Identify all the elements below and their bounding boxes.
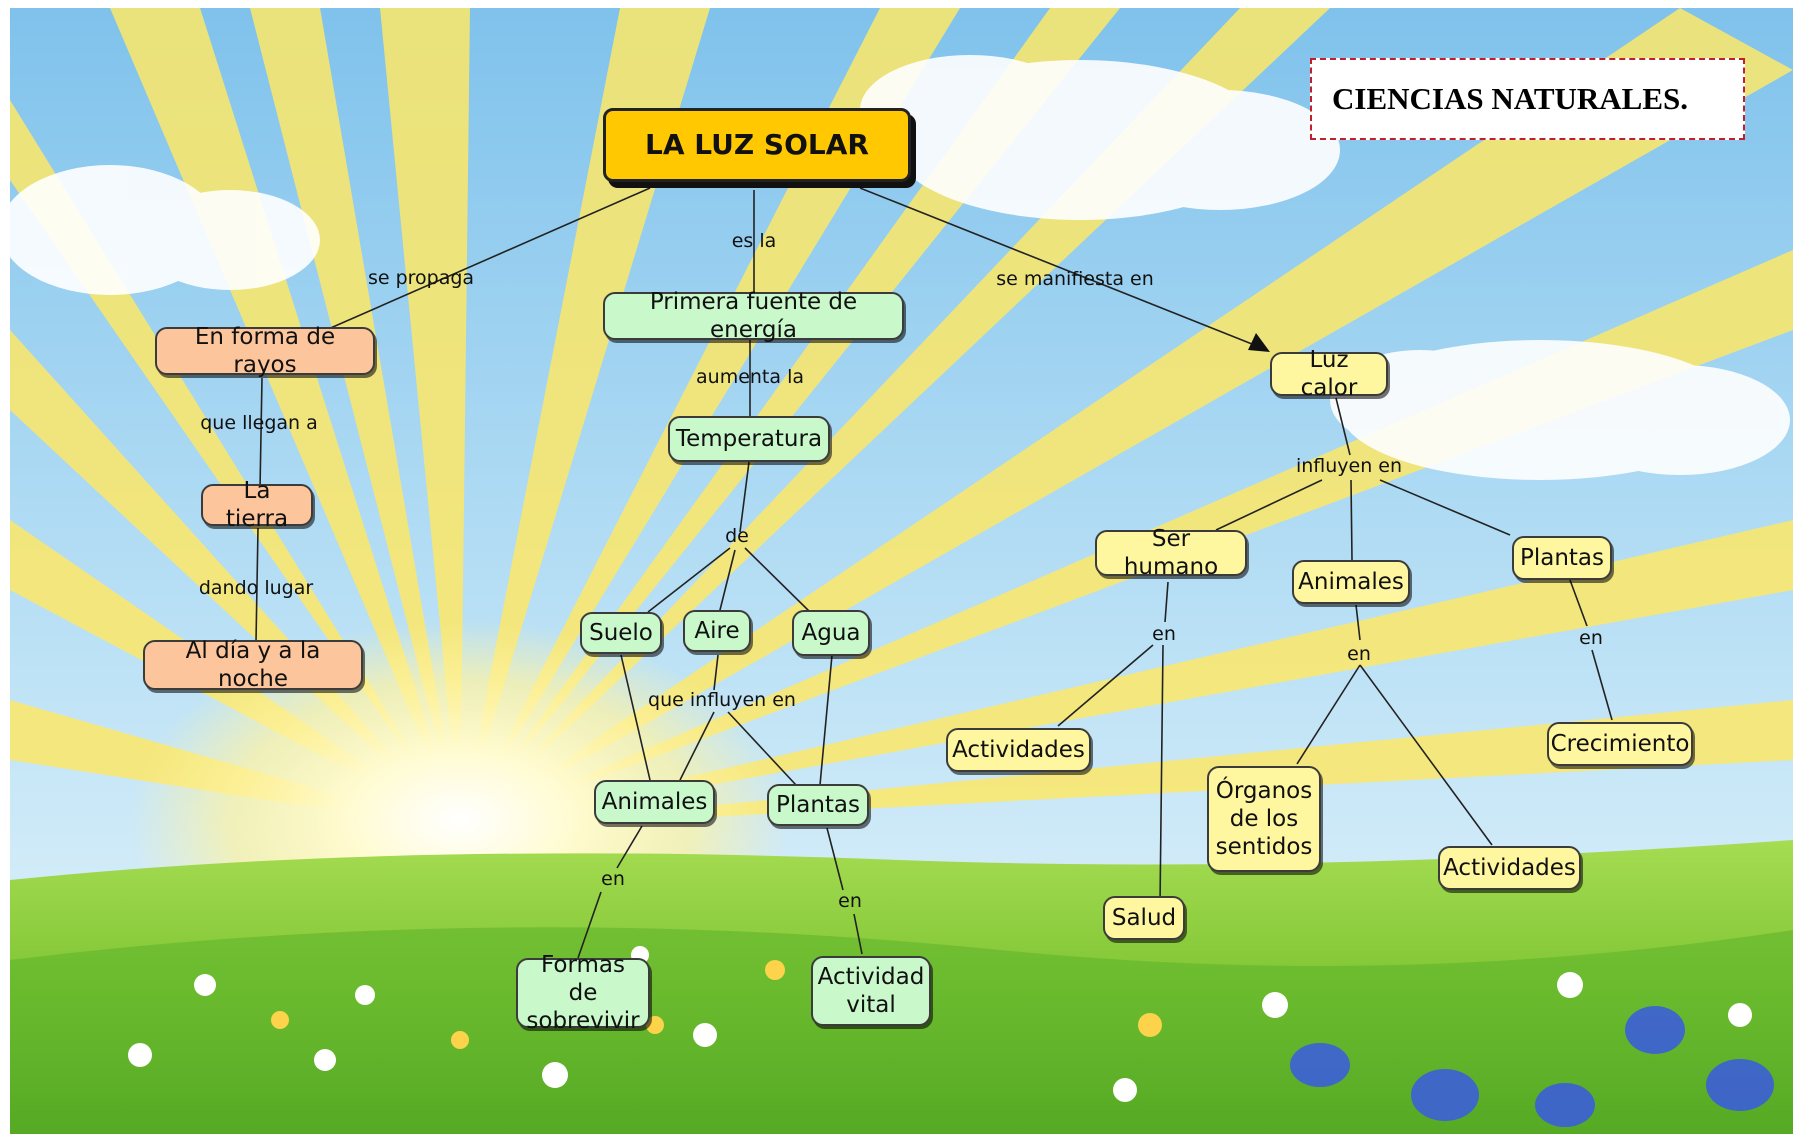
node-temperatura: Temperatura [668,416,830,462]
node-la-tierra: La tierra [201,478,313,532]
link-de: de [725,525,749,547]
node-crecimiento: Crecimiento [1547,722,1693,766]
link-en-animales: en [601,868,625,890]
link-que-llegan-a: que llegan a [200,412,318,434]
node-salud: Salud [1103,896,1185,940]
node-plantas-luz: Plantas [1512,536,1612,580]
node-luz-calor: Luz calor [1270,347,1388,401]
link-en-plantas-luz: en [1579,627,1603,649]
node-en-forma-de-rayos: En forma de rayos [155,324,375,378]
link-en-ser-humano: en [1152,623,1176,645]
node-plantas: Plantas [767,784,869,826]
link-influyen-en: influyen en [1295,455,1403,477]
arrow-head [1248,333,1270,352]
flowers [128,946,1752,1102]
link-se-manifiesta-en: se manifiesta en [996,268,1154,290]
node-organos-de-los-sentidos: Órganos de los sentidos [1207,766,1321,872]
blue-bells [1290,1006,1774,1127]
link-en-animales-luz: en [1347,643,1371,665]
link-en-plantas: en [838,890,862,912]
node-ser-humano: Ser humano [1095,526,1247,580]
link-aumenta-la: aumenta la [696,366,804,388]
link-es-la: es la [731,230,777,252]
node-agua: Agua [792,610,870,656]
link-dando-lugar: dando lugar [198,577,314,599]
node-primera-fuente-de-energia: Primera fuente de energía [603,289,904,343]
node-actividades-animales: Actividades [1438,846,1581,890]
root-label: LA LUZ SOLAR [645,128,869,161]
node-actividad-vital: Actividad vital [811,956,931,1026]
root-node-la-luz-solar: LA LUZ SOLAR [603,108,911,182]
connector-lines [255,187,1613,959]
node-aire: Aire [683,610,751,652]
node-animales: Animales [594,780,715,824]
node-formas-de-sobrevivir: Formas de sobrevivir [516,952,650,1034]
node-animales-luz: Animales [1292,560,1410,604]
node-actividades-humano: Actividades [946,728,1091,772]
link-se-propaga: se propaga [367,267,475,289]
subject-title: CIENCIAS NATURALES. [1332,81,1689,116]
node-suelo: Suelo [580,612,662,654]
subject-title-box: CIENCIAS NATURALES. [1310,58,1745,140]
link-que-influyen-en: que influyen en [648,689,796,711]
node-al-dia-y-noche: Al día y a la noche [143,638,363,692]
